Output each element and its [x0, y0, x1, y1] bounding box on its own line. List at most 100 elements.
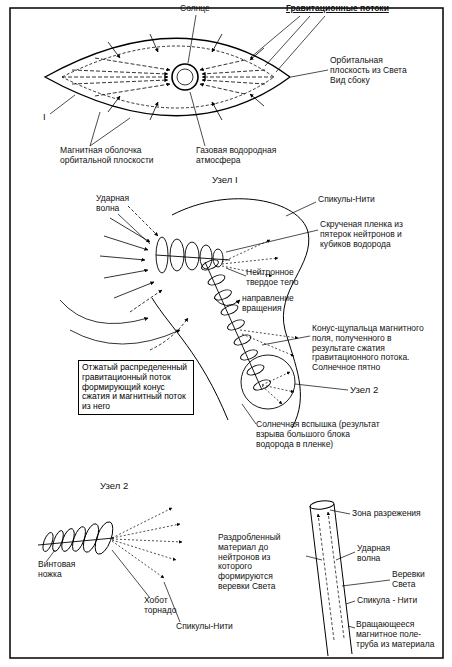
- text-box: Отжатый распределенный гравитационный по…: [78, 360, 194, 415]
- callout-label: Магнитная оболочка орбитальной плоскости: [60, 146, 172, 166]
- spicule-rays: [222, 258, 278, 264]
- shock-wave: [114, 282, 154, 298]
- screw-leg: [59, 527, 77, 553]
- spicule-rays: [262, 372, 290, 385]
- orbital-plane: [45, 38, 290, 116]
- gravity-flow: [72, 80, 168, 84]
- spicule-rays: [112, 524, 180, 538]
- gravity-arrow: [250, 48, 264, 60]
- twisted-film: [170, 239, 184, 271]
- magnetic-tube: [310, 506, 328, 656]
- light-ropes: [318, 512, 344, 640]
- spicule-rays: [112, 508, 172, 538]
- detail-circle: [241, 355, 295, 409]
- gravity-arrow: [212, 102, 222, 120]
- section-title: Узел 2: [100, 481, 128, 492]
- magnetic-tube: [310, 500, 335, 511]
- compressed-flow: [60, 300, 148, 324]
- rotation-arrow: [214, 298, 240, 306]
- gravity-arrow: [212, 34, 222, 52]
- orbital-plane: [62, 46, 274, 108]
- spicule-rays: [112, 539, 182, 542]
- light-ropes: [318, 514, 334, 640]
- gravity-flow: [200, 60, 245, 70]
- callout-label: направление вращения: [242, 294, 304, 314]
- callout-label: Винтовая ножка: [38, 560, 88, 580]
- spicule-rays: [112, 540, 176, 560]
- leader-line: [276, 16, 325, 72]
- leader-line: [50, 95, 75, 114]
- gravity-flow: [72, 70, 168, 74]
- callout-label: Скрученая пленка из пятерок нейтронов и …: [320, 220, 424, 249]
- shock-wave: [100, 206, 162, 312]
- callout-label: Нейтронное твердое тело: [246, 268, 318, 288]
- gravity-flow: [202, 70, 265, 74]
- gravity-arrow: [150, 34, 158, 52]
- leader-line: [336, 552, 355, 560]
- callout-label: Ударная волна: [357, 544, 405, 564]
- screw-leg: [50, 529, 65, 552]
- callout-label: Зона разрежения: [352, 509, 421, 519]
- callout-label: Ударная волна: [96, 194, 148, 214]
- leader-line: [342, 580, 390, 586]
- section-title: Узел I: [212, 175, 238, 186]
- screw-leg: [80, 522, 102, 554]
- callout-label: Конус-щупальца магнитного поля, полученн…: [312, 324, 436, 373]
- screw-leg: [70, 525, 88, 553]
- spicule-rays: [240, 330, 298, 338]
- spicule-rays: [222, 240, 298, 404]
- callout-label: Раздробленный материал до нейтронов из к…: [218, 533, 306, 592]
- callout-label: Солнечная вспышка (результат взрыва боль…: [256, 420, 382, 449]
- rotation-arrow: [214, 298, 240, 306]
- callout-label: Веревки Света: [392, 570, 440, 590]
- leader-line: [190, 92, 205, 146]
- leader-line: [348, 626, 355, 628]
- light-ropes: [328, 512, 344, 638]
- magnetic-cone: [226, 318, 246, 332]
- callout-label: Вращающееся магнитное поле-труба из мате…: [356, 620, 442, 649]
- leader-line: [250, 16, 300, 58]
- gravity-flow: [62, 58, 274, 96]
- callout-label: Хобот торнадо: [144, 596, 196, 616]
- twisted-film: [156, 255, 230, 260]
- screw-leg: [38, 520, 116, 557]
- sun-label: Солнце: [180, 4, 210, 14]
- gravity-flow: [95, 84, 170, 96]
- spicule-rays: [112, 508, 182, 578]
- magnetic-tube: [310, 500, 352, 656]
- compressed-flow: [60, 300, 188, 350]
- callout-label: Орбитальная плоскость из Света Вид сбоку: [330, 56, 422, 85]
- leader-line: [286, 202, 316, 216]
- spicule-rays: [242, 334, 294, 356]
- gravity-arrow: [250, 94, 264, 106]
- twisted-film: [156, 237, 230, 273]
- gravity-arrow: [108, 34, 264, 120]
- frame: [10, 8, 443, 658]
- orbital-plane: [45, 38, 290, 116]
- leader-line: [306, 556, 322, 560]
- callout-number: I: [43, 112, 46, 123]
- callout-label: Газовая водородная атмосфера: [196, 146, 296, 166]
- leader-line: [188, 15, 196, 63]
- box-text: Отжатый распределенный гравитационный по…: [82, 363, 190, 412]
- compressed-flow: [150, 318, 188, 350]
- gravity-flow: [200, 84, 245, 94]
- gravity-flow: [202, 80, 265, 84]
- leader-line: [118, 214, 150, 244]
- screw-leg: [38, 538, 114, 545]
- leader-line: [226, 230, 318, 252]
- callout-label: Спикулы-Нити: [176, 622, 233, 632]
- shock-wave: [128, 206, 158, 236]
- leader-line: [90, 112, 100, 146]
- shock-wave: [100, 256, 145, 260]
- shock-wave: [104, 270, 148, 278]
- gravity-flow: [62, 77, 168, 78]
- twisted-film: [200, 245, 212, 269]
- callout-number: Узел 2: [350, 385, 378, 396]
- magnetic-cone: [207, 273, 227, 287]
- sun: [172, 64, 198, 90]
- leader-line: [291, 70, 328, 77]
- gravity-arrow: [108, 96, 120, 112]
- leader-line: [112, 550, 150, 598]
